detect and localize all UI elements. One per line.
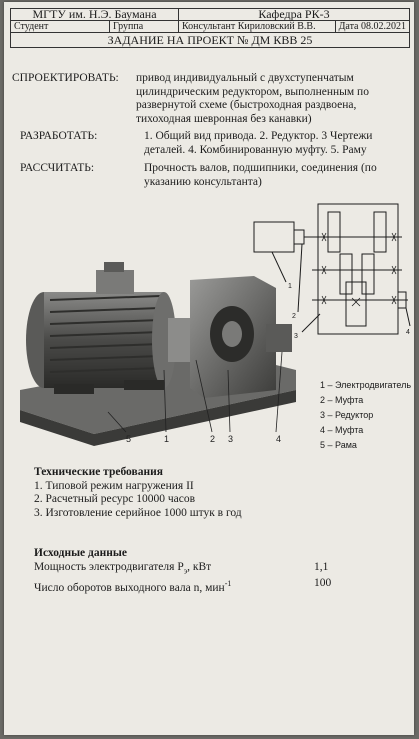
university-cell: МГТУ им. Н.Э. Баумана	[10, 8, 179, 21]
initial-value: 1,1	[314, 560, 329, 573]
scheme-callout: 4	[406, 329, 410, 336]
initial-row-speed: Число оборотов выходного вала n, мин-1 1…	[34, 577, 394, 595]
photo-callout: 4	[276, 434, 281, 444]
initial-data-section: Исходные данные Мощность электродвигател…	[34, 547, 394, 596]
header-table: МГТУ им. Н.Э. Баумана Кафедра РК-3 Студе…	[10, 8, 411, 48]
requirement-item: 2. Расчетный ресурс 10000 часов	[34, 493, 196, 505]
calculate-line: указанию консультанта)	[144, 175, 262, 188]
department-cell: Кафедра РК-3	[178, 8, 410, 21]
develop-label: РАЗРАБОТАТЬ:	[20, 130, 98, 142]
legend-item: 5 – Рама	[320, 440, 357, 450]
design-line: привод индивидуальный с двухступенчатым	[136, 72, 354, 84]
scheme-callout: 1	[288, 283, 292, 290]
initial-label: Мощность электродвигателя Pэ, кВт	[34, 560, 212, 575]
design-line: цилиндрическим редуктором, выполненным п…	[136, 85, 369, 98]
design-text: привод индивидуальный с двухступенчатым …	[136, 72, 406, 126]
figure-legend: 1 – Электродвигатель 2 – Муфта 3 – Редук…	[320, 378, 411, 453]
student-cell: Студент	[10, 20, 110, 33]
calculate-label: РАССЧИТАТЬ:	[20, 162, 95, 174]
drive-photo: 5 1 2 3 4	[20, 262, 296, 446]
initial-value: 100	[314, 577, 332, 590]
requirements-section: Технические требования 1. Типовой режим …	[34, 466, 394, 520]
photo-callout: 2	[210, 434, 215, 444]
requirements-title: Технические требования	[34, 466, 163, 478]
calculate-line: Прочность валов, подшипники, соединения …	[144, 162, 377, 174]
photo-callout: 1	[164, 434, 169, 444]
develop-line: 1. Общий вид привода. 2. Редуктор. 3 Чер…	[144, 130, 373, 142]
legend-item: 2 – Муфта	[320, 395, 364, 405]
design-label: СПРОЕКТИРОВАТЬ:	[12, 72, 119, 84]
requirement-item: 3. Изготовление серийное 1000 штук в год	[34, 506, 242, 519]
initial-data-title: Исходные данные	[34, 547, 127, 559]
group-cell: Группа	[109, 20, 179, 33]
calculate-text: Прочность валов, подшипники, соединения …	[144, 162, 406, 189]
photo-callout: 3	[228, 434, 233, 444]
task-title: ЗАДАНИЕ НА ПРОЕКТ № ДМ КВВ 25	[10, 32, 410, 48]
consultant-cell: Консультант Кириловский В.В.	[178, 20, 336, 33]
initial-label: Число оборотов выходного вала n, мин-1	[34, 579, 232, 595]
design-line: тихоходная шевронная без канавки)	[136, 112, 312, 125]
design-line: развернутой схеме (быстроходная раздвоен…	[136, 99, 357, 111]
scheme-callout: 2	[292, 313, 296, 320]
legend-item: 1 – Электродвигатель	[320, 380, 412, 390]
legend-item: 3 – Редуктор	[320, 410, 374, 420]
develop-line: деталей. 4. Комбинированную муфту. 5. Ра…	[144, 143, 367, 156]
requirement-item: 1. Типовой режим нагружения II	[34, 479, 194, 492]
initial-row-power: Мощность электродвигателя Pэ, кВт 1,1	[34, 561, 394, 578]
photo-callout: 5	[126, 434, 131, 444]
scheme-callout: 3	[294, 333, 298, 340]
date-cell: Дата 08.02.2021	[334, 20, 411, 33]
develop-text: 1. Общий вид привода. 2. Редуктор. 3 Чер…	[144, 130, 406, 157]
legend-item: 4 – Муфта	[320, 425, 364, 435]
kinematic-scheme: 1 2 3 4	[253, 203, 411, 340]
task-sheet: МГТУ им. Н.Э. Баумана Кафедра РК-3 Студе…	[4, 2, 414, 735]
